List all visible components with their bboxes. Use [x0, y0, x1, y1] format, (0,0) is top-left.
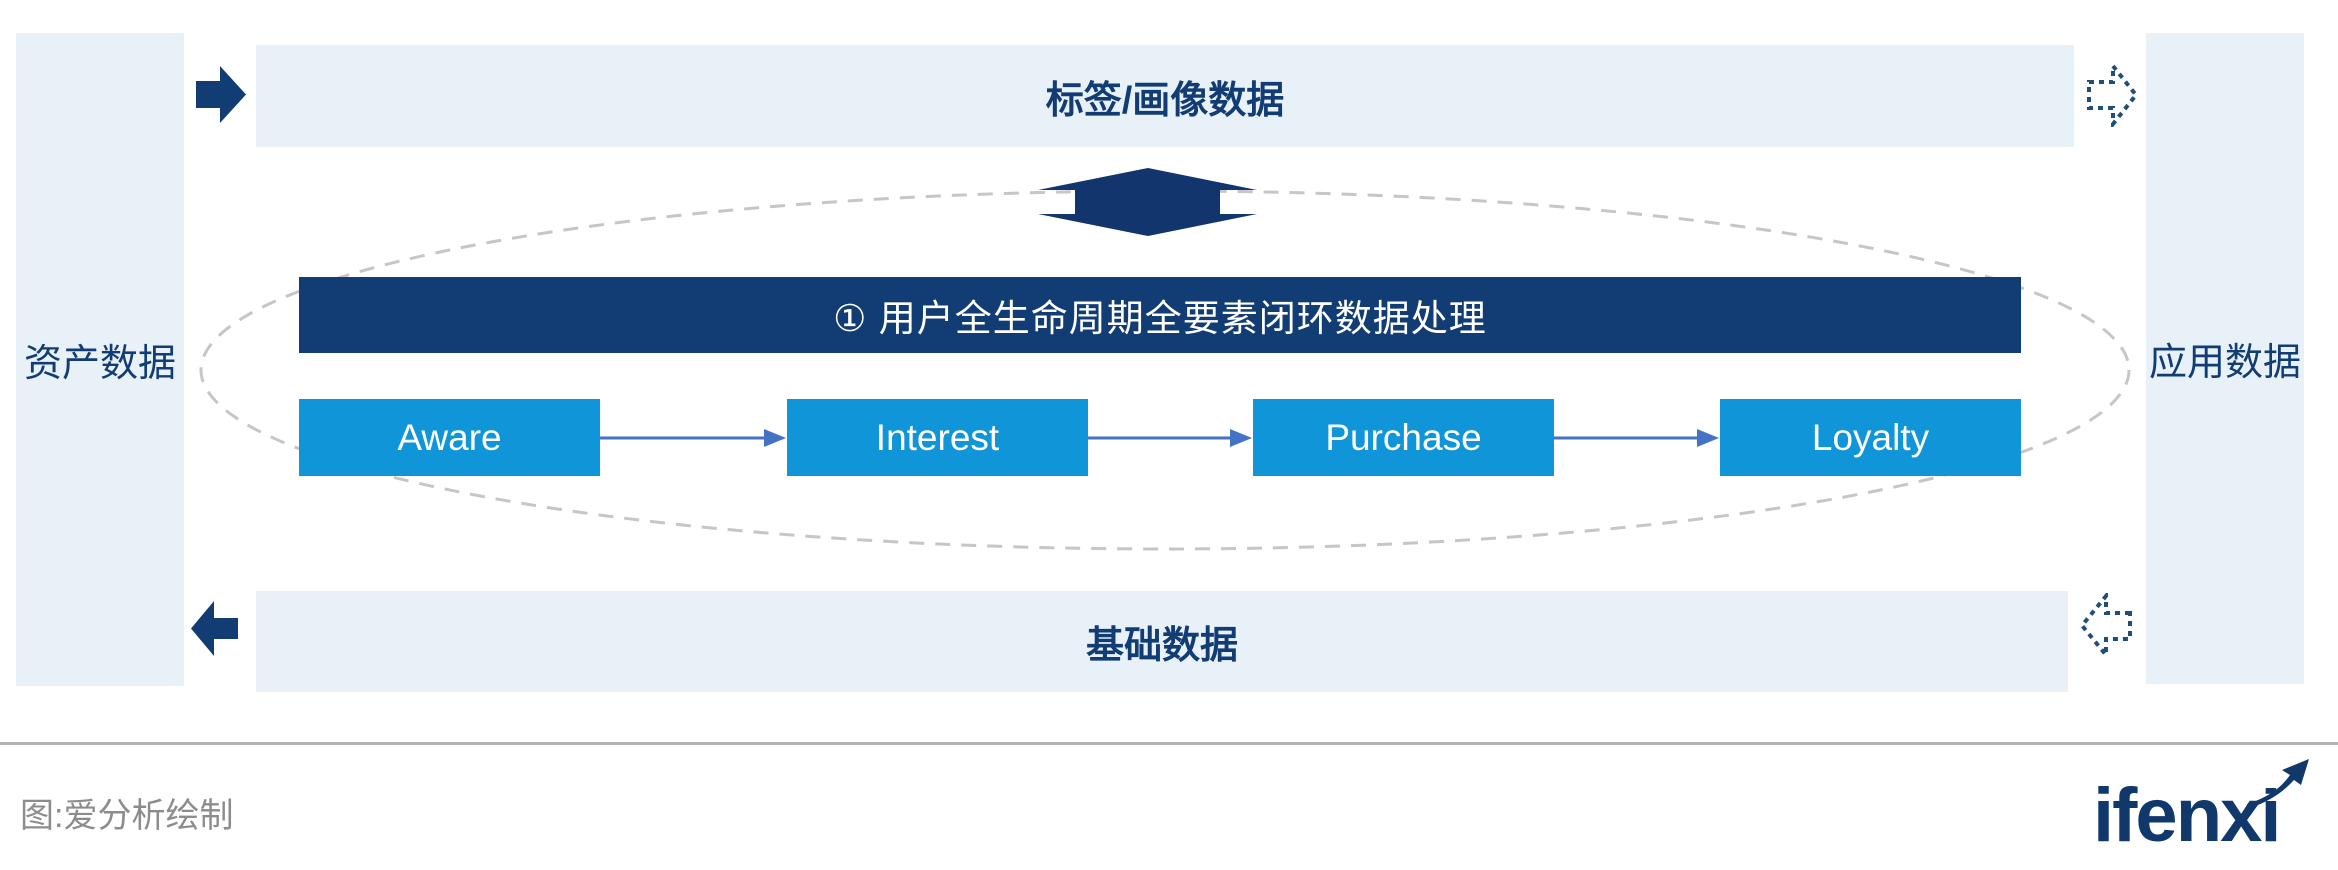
dashed-loop-ellipse — [199, 189, 2131, 551]
flow-arrow-icon — [1088, 429, 1252, 447]
stage-label: Loyalty — [1811, 416, 1930, 458]
bottom-bar-label: 基础数据 — [1085, 625, 1238, 667]
solid-arrow-left-icon — [191, 601, 238, 656]
left-panel-label: 资产数据 — [23, 343, 176, 385]
right-panel-label: 应用数据 — [2148, 342, 2301, 384]
right-panel-application-data: 应用数据 — [2146, 33, 2304, 684]
dashed-arrow-left-icon — [2080, 593, 2132, 658]
flow-arrow-icon — [1554, 429, 1719, 447]
figure-caption: 图:爱分析绘制 — [20, 797, 234, 835]
logo-wordmark: ifenxi — [2093, 773, 2281, 858]
flow-arrow-icon — [600, 429, 786, 447]
logo-swoosh-arrow-icon — [2245, 758, 2309, 808]
left-panel-asset-data: 资产数据 — [16, 33, 184, 686]
process-band-label: ① 用户全生命周期全要素闭环数据处理 — [833, 298, 1487, 339]
process-band: ① 用户全生命周期全要素闭环数据处理 — [299, 277, 2021, 353]
double-vertical-arrow-icon — [1038, 168, 1257, 236]
dashed-arrow-right-icon — [2087, 63, 2138, 127]
top-bar-tag-portrait-data: 标签/画像数据 — [256, 45, 2074, 147]
footer-divider — [0, 742, 2338, 745]
stage-box-loyalty: Loyalty — [1720, 399, 2021, 476]
stage-label: Aware — [397, 416, 502, 458]
top-bar-label: 标签/画像数据 — [1045, 79, 1285, 122]
stage-label: Purchase — [1325, 416, 1482, 458]
solid-arrow-right-icon — [196, 66, 246, 123]
stage-box-purchase: Purchase — [1253, 399, 1554, 476]
stage-box-aware: Aware — [299, 399, 600, 476]
stage-box-interest: Interest — [787, 399, 1088, 476]
bottom-bar-basic-data: 基础数据 — [256, 591, 2068, 692]
stage-label: Interest — [875, 416, 1000, 458]
ifenxi-logo: ifenxi — [2093, 758, 2323, 860]
